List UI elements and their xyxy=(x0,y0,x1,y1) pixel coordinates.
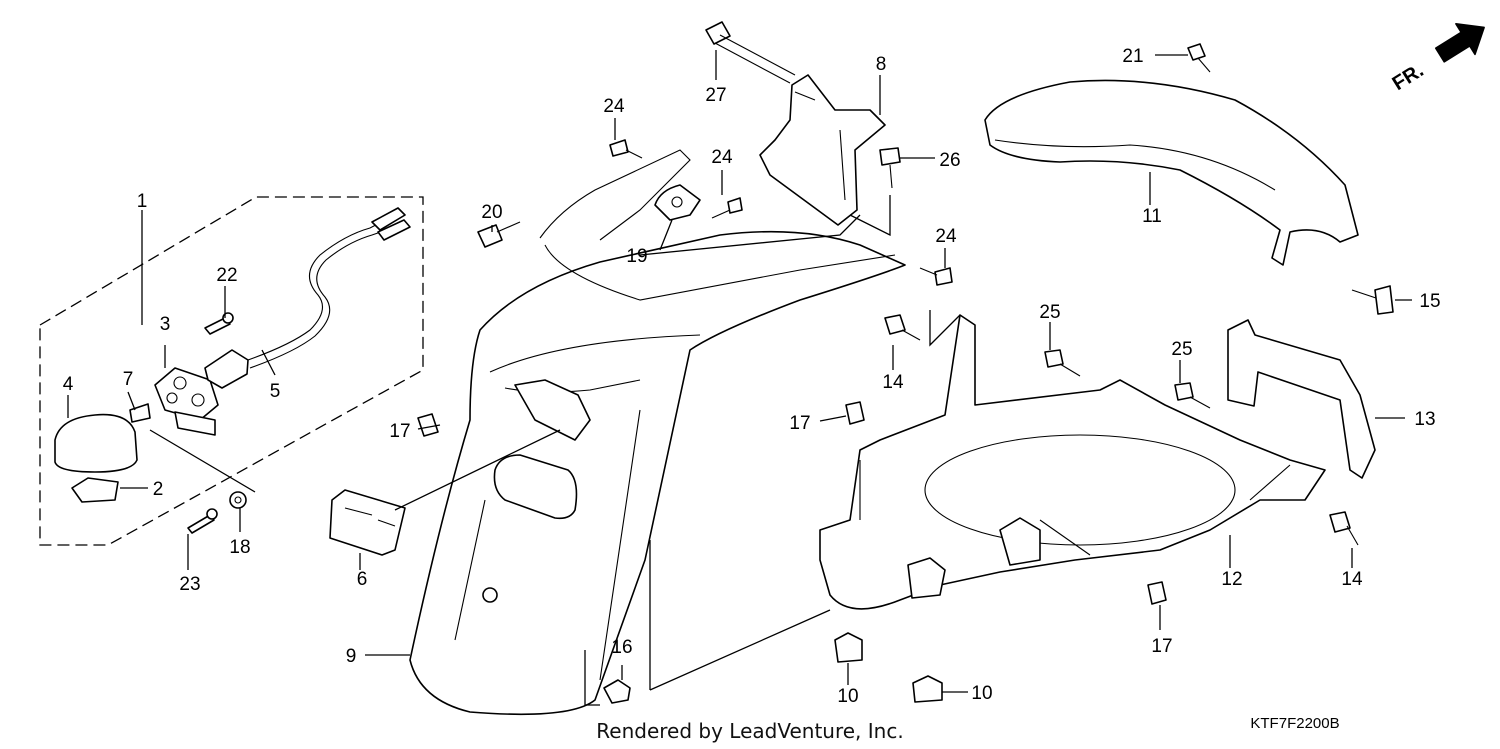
callout-11: 11 xyxy=(1142,206,1162,227)
rear-reflector xyxy=(329,489,406,556)
callout-2: 2 xyxy=(153,479,164,500)
leader-lines xyxy=(67,50,1412,706)
callout-23: 23 xyxy=(179,574,200,595)
callout-4: 4 xyxy=(63,374,74,395)
arrow-icon xyxy=(1434,23,1485,63)
clip-17b xyxy=(845,401,865,425)
callout-21: 21 xyxy=(1122,46,1143,67)
clip-17c xyxy=(1147,581,1167,605)
screw-24c xyxy=(934,267,953,286)
inner-fender xyxy=(819,314,1326,610)
callout-27: 27 xyxy=(705,85,726,106)
bolt-21 xyxy=(1187,43,1206,61)
footer-credit: Rendered by LeadVenture, Inc. xyxy=(596,719,903,743)
cable-clamp xyxy=(654,184,701,221)
callout-17a: 17 xyxy=(389,421,410,442)
taillight-base xyxy=(154,367,219,421)
callout-24c: 24 xyxy=(935,226,957,247)
screw-24b xyxy=(727,197,743,214)
upper-bracket xyxy=(759,74,886,226)
long-bolt xyxy=(705,21,796,84)
callout-26: 26 xyxy=(939,150,960,171)
callout-12: 12 xyxy=(1221,569,1242,590)
screw-23 xyxy=(187,514,215,534)
callout-3: 3 xyxy=(160,314,171,335)
license-bracket xyxy=(1227,319,1376,479)
front-direction-indicator: FR. xyxy=(1389,23,1485,95)
rear-fender xyxy=(409,149,906,716)
taillight-lens xyxy=(54,413,138,473)
callout-17b: 17 xyxy=(789,413,810,434)
reflector-lens-small xyxy=(71,477,119,503)
callout-25a: 25 xyxy=(1039,302,1060,323)
nut-10b xyxy=(912,675,943,703)
callout-10b: 10 xyxy=(971,683,992,704)
bolt-25b xyxy=(1174,382,1194,401)
bolt-25a xyxy=(1044,349,1064,368)
callout-9: 9 xyxy=(346,646,357,667)
screw-22 xyxy=(204,317,231,335)
callout-14a: 14 xyxy=(882,372,904,393)
direction-label: FR. xyxy=(1389,59,1428,95)
bolt-20 xyxy=(477,224,503,248)
callout-labels: 1 2 3 4 5 6 7 8 9 10 10 11 12 13 14 14 1… xyxy=(63,46,1441,707)
callout-16: 16 xyxy=(611,637,632,658)
callout-10a: 10 xyxy=(837,686,858,707)
nut-10a xyxy=(834,632,863,663)
callout-6: 6 xyxy=(357,569,368,590)
nut-16 xyxy=(603,679,631,704)
fasteners xyxy=(417,43,1394,704)
callout-8: 8 xyxy=(876,54,887,75)
bolt-15 xyxy=(1374,285,1394,315)
bolt-14b xyxy=(1329,511,1351,533)
callout-13: 13 xyxy=(1414,409,1435,430)
screw-24a xyxy=(609,139,629,157)
callout-18: 18 xyxy=(229,537,250,558)
bolt-26 xyxy=(879,147,901,166)
callout-14b: 14 xyxy=(1341,569,1363,590)
callout-15: 15 xyxy=(1419,291,1440,312)
bulb-socket xyxy=(204,349,249,389)
callout-25b: 25 xyxy=(1171,339,1192,360)
callout-7: 7 xyxy=(123,369,134,390)
taillight-assembly-group xyxy=(39,196,424,546)
bolt-14a xyxy=(884,314,906,335)
diagram-code: KTF7F2200B xyxy=(1250,715,1339,732)
callout-1: 1 xyxy=(137,191,148,212)
callout-17c: 17 xyxy=(1151,636,1172,657)
callout-19: 19 xyxy=(626,246,647,267)
callout-5: 5 xyxy=(270,381,281,402)
gasket-small xyxy=(129,403,151,423)
callout-24b: 24 xyxy=(711,147,733,168)
washer-18 xyxy=(229,491,247,509)
rear-hugger xyxy=(984,79,1359,266)
small-hardware-left xyxy=(187,312,247,534)
clip-17a xyxy=(417,413,439,437)
callout-24a: 24 xyxy=(603,96,625,117)
callout-20: 20 xyxy=(481,202,502,223)
callout-22: 22 xyxy=(216,265,237,286)
